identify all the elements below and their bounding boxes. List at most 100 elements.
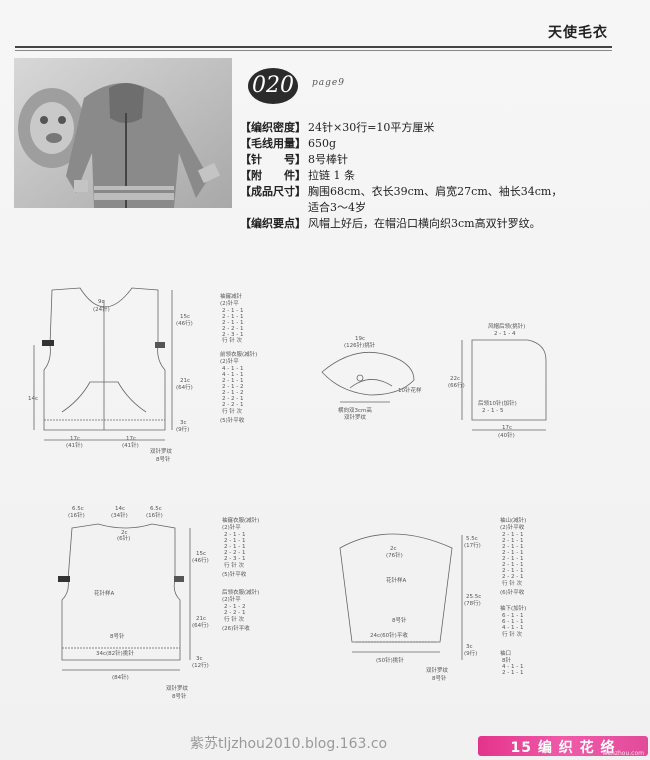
hood-side-rows: (66行) [448, 381, 465, 389]
armhole-row: 2 - 1 - 1 [222, 308, 243, 314]
hood-top-label: 风帽后领(挑针) [488, 322, 525, 330]
back-h15: 15c [196, 551, 206, 557]
back-h21: 21c [196, 616, 206, 622]
armhole-row: 2 - 1 - 1 [222, 314, 243, 320]
spec-label: 【毛线用量】 [240, 137, 306, 150]
front-rib: 双针罗纹 [150, 447, 173, 455]
armhole-end: 行 针 次 [224, 561, 244, 569]
sleeve-diagram [339, 533, 463, 660]
spec-value: 8号棒针 [308, 153, 348, 166]
backneck-row: 2 - 2 - 1 [224, 610, 245, 616]
neck-row: 2 - 1 - 1 [222, 378, 243, 384]
spec-label: 【针 号】 [240, 153, 306, 166]
backneck-cast: (26)针平收 [222, 624, 250, 632]
spec-list: 【编织密度】 24针×30行=10平方厘米 【毛线用量】 650g 【针 号】 … [240, 120, 610, 232]
armhole-row: 2 - 1 - 1 [224, 538, 245, 544]
spec-value: 24针×30行=10平方厘米 [308, 121, 435, 134]
sleeve-cuff-w: 24c(60针)平收 [370, 631, 408, 639]
hood-st-40: (40针) [498, 431, 515, 439]
back-pattern: 花针样A [94, 589, 115, 597]
cap-row: 2 - 1 - 1 [502, 538, 523, 544]
backneck-end: 行 针 次 [224, 615, 244, 623]
hood-diagram [321, 351, 415, 403]
armhole-cast: (5)针平收 [222, 570, 247, 578]
front-panel-labels: 9c (24针) 15c (46行) 21c (64行) 3c (9行) 14c… [28, 292, 257, 463]
magazine-title: 天使毛衣 [548, 25, 608, 41]
front-h21-rows: (64行) [176, 383, 193, 391]
sleeve-bottom-st: (50针)挑针 [376, 656, 404, 664]
side-end: 行 针 次 [502, 630, 522, 638]
front-h15-rows: (46行) [176, 319, 193, 327]
neck-sub: (2)针平 [220, 357, 239, 365]
back-h15-rows: (46行) [192, 556, 209, 564]
front-h3-rows: (9行) [176, 425, 189, 433]
blog-url-watermark: 紫苏tljzhou2010.blog.163.co [190, 736, 388, 752]
sleeve-needle: 8号针 [392, 616, 407, 624]
neck-row: 4 - 1 - 1 [222, 366, 243, 372]
armhole-row: 2 - 2 - 1 [224, 550, 245, 556]
neck-row: 2 - 2 - 1 [222, 396, 243, 402]
back-h21-rows: (64行) [192, 621, 209, 629]
logo-text: 15 编 织 花 络 [510, 740, 616, 756]
sleeve-h55-rows: (17行) [464, 541, 481, 549]
sleeve-h3: 3c [466, 644, 473, 650]
back-armhole-title: 袖窿衣服(减针) [222, 516, 259, 524]
front-width-right: 17c [126, 436, 136, 442]
front-armhole-sub: (2)针平 [220, 299, 239, 307]
neck-row: 4 - 1 - 1 [222, 372, 243, 378]
front-st-right: (41针) [122, 441, 139, 449]
armhole-row: 2 - 3 - 1 [222, 332, 243, 338]
back-rib-needle: 8号针 [172, 692, 187, 700]
front-neck-stitches: (24针) [93, 305, 110, 313]
hood-width-17c: 17c [502, 425, 512, 431]
front-needle: 8号针 [156, 455, 171, 463]
cap-row: 2 - 1 - 1 [502, 556, 523, 562]
sleeve-side-title: 袖下(加针) [500, 604, 526, 612]
sleeve-rib: 双针罗纹 [426, 666, 449, 674]
back-h3-rows: (12行) [192, 661, 209, 669]
hood-width: 19c [355, 336, 365, 342]
armhole-row: 2 - 1 - 1 [224, 544, 245, 550]
neck-row: 2 - 2 - 1 [222, 402, 243, 408]
sleeve-rib-needle: 8号针 [432, 674, 447, 682]
sleeve-cuff-title: 袖口 [500, 649, 511, 657]
cap-row: 2 - 2 - 1 [502, 574, 523, 580]
side-row: 6 - 1 - 1 [502, 619, 523, 625]
cap-cast: (6)针平收 [500, 588, 525, 596]
sleeve-h255-rows: (78行) [464, 599, 481, 607]
cap-sub: (2)针平收 [500, 523, 525, 531]
back-shoulder-r: 6.5c [150, 506, 162, 512]
cuff-row: 8针 [502, 656, 511, 664]
front-armhole-title: 袖窿减针 [220, 292, 243, 300]
back-neck-h: 2c [121, 530, 128, 536]
cap-row: 2 - 1 - 1 [502, 532, 523, 538]
header-rule-thin [15, 50, 612, 51]
front-side: 14c [28, 396, 38, 402]
hood-stitches: (126针)挑针 [344, 341, 376, 349]
sleeve-h3-rows: (9行) [464, 649, 477, 657]
hood-bottom: 横向双3cm高 [338, 406, 372, 414]
neck-row: 2 - 1 - 2 [222, 390, 243, 396]
spec-accessory: 【附 件】 拉链 1 条 [240, 168, 610, 184]
site-logo: 15 编 织 花 络 wenzhou.com [478, 736, 648, 757]
hood-top-rows: 2 - 1 - 4 [494, 331, 516, 337]
product-photo [14, 58, 232, 208]
spec-label: 【编织要点】 [240, 217, 306, 230]
cap-row: 2 - 1 - 1 [502, 550, 523, 556]
spec-label: 【附 件】 [240, 169, 306, 182]
back-neck-width: 14c [115, 506, 125, 512]
cap-row: 2 - 1 - 1 [502, 544, 523, 550]
side-row: 4 - 1 - 1 [502, 625, 523, 631]
neck-cast: (5)针平收 [220, 416, 245, 424]
back-bottom-st: (84针) [112, 673, 129, 681]
spec-yarn: 【毛线用量】 650g [240, 136, 610, 152]
neck-end: 行 针 次 [222, 407, 242, 415]
front-h21: 21c [180, 378, 190, 384]
spec-size: 【成品尺寸】 胸围68cm、衣长39cm、肩宽27cm、袖长34cm，适合3～4… [240, 184, 610, 216]
sleeve-top-w: 2c [390, 546, 397, 552]
back-rib-width: 34c(82针)挑针 [96, 649, 134, 657]
armhole-sub: (2)针平 [222, 523, 241, 531]
cap-row: 2 - 1 - 1 [502, 568, 523, 574]
armhole-row: 2 - 1 - 1 [222, 320, 243, 326]
cap-end: 行 针 次 [502, 579, 522, 587]
